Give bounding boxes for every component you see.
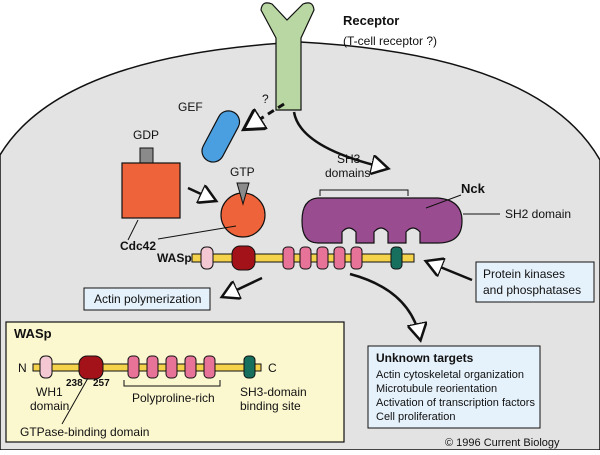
gef-label: GEF bbox=[178, 100, 203, 114]
copyright-text: © 1996 Current Biology bbox=[445, 437, 560, 449]
sh3-binding-site-icon bbox=[390, 246, 403, 270]
polyproline-domains bbox=[282, 246, 363, 270]
receptor-icon bbox=[260, 2, 315, 111]
receptor-to-gef-arrow bbox=[246, 102, 285, 128]
inset-residue-238: 238 bbox=[66, 378, 83, 389]
inset-residue-257: 257 bbox=[93, 378, 110, 389]
inset-polyproline-domains bbox=[127, 355, 216, 379]
nck-label: Nck bbox=[461, 181, 486, 196]
wasp-to-targets-arrow bbox=[349, 272, 420, 338]
inset-wh1-icon bbox=[39, 355, 53, 379]
unknown-target-item: Activation of transcription factors bbox=[376, 397, 535, 409]
nck-pointer-line bbox=[425, 194, 462, 209]
gtpase-binding-domain-icon bbox=[231, 245, 256, 271]
kinases-label-line2: and phosphatases bbox=[483, 283, 581, 297]
inset-wh1-label-line1: WH1 bbox=[36, 385, 63, 399]
receptor-subtitle: (T-cell receptor ?) bbox=[343, 34, 437, 48]
gtp-label: GTP bbox=[230, 165, 255, 179]
cdc42-label: Cdc42 bbox=[120, 239, 156, 253]
sh3-domains-label-line2: domains bbox=[325, 166, 370, 180]
inset-sh3bind-label-line2: binding site bbox=[240, 399, 301, 413]
receptor-to-nck-arrow bbox=[292, 111, 386, 168]
gdp-to-gtp-arrow bbox=[187, 188, 214, 200]
polyproline-bracket bbox=[123, 380, 221, 387]
wasp-inset-box bbox=[5, 321, 345, 443]
unknown-targets-box bbox=[367, 345, 541, 429]
gdp-label: GDP bbox=[133, 128, 159, 142]
gtpase-pointer-line bbox=[61, 377, 89, 425]
cdc42-gdp-icon bbox=[121, 162, 181, 219]
receptor-title: Receptor bbox=[343, 13, 399, 28]
inset-gbd-icon bbox=[78, 355, 104, 380]
sh3-domains-label-line1: SH3 bbox=[337, 152, 361, 166]
gtp-icon bbox=[236, 182, 250, 206]
gef-question-mark: ? bbox=[262, 92, 269, 106]
inset-polyproline-label: Polyproline-rich bbox=[132, 391, 215, 405]
unknown-target-item: Actin cytoskeletal organization bbox=[376, 369, 524, 381]
inset-wh1-label-line2: domain bbox=[30, 399, 69, 413]
gef-icon bbox=[201, 110, 241, 163]
kinases-label-line1: Protein kinases bbox=[483, 267, 565, 281]
unknown-target-item: Microtubule reorientation bbox=[376, 383, 497, 395]
actin-polymerization-label: Actin polymerization bbox=[94, 292, 201, 306]
kinases-to-wasp-arrow bbox=[428, 262, 473, 282]
wasp-inset-title: WASp bbox=[14, 326, 52, 341]
inset-sh3bind-label-line1: SH3-domain bbox=[240, 385, 307, 399]
sh2-domain-label: SH2 domain bbox=[505, 207, 571, 221]
sh3-domains-bracket bbox=[319, 189, 409, 196]
inset-n-terminus: N bbox=[18, 361, 27, 375]
cdc42-pointer-line bbox=[157, 225, 237, 240]
actin-polymerization-box bbox=[83, 287, 211, 311]
unknown-target-item: Cell proliferation bbox=[376, 411, 455, 423]
wh1-domain-icon bbox=[200, 246, 214, 270]
inset-c-terminus: C bbox=[268, 361, 277, 375]
unknown-targets-title: Unknown targets bbox=[376, 351, 474, 365]
inset-gtpase-label: GTPase-binding domain bbox=[20, 425, 149, 439]
wasp-to-actin-arrow bbox=[224, 276, 263, 296]
inset-sh3-site-icon bbox=[243, 355, 256, 379]
wasp-main-label: WASp bbox=[157, 251, 192, 265]
nck-icon bbox=[301, 197, 463, 244]
cdc42-label-line bbox=[127, 219, 139, 241]
kinases-box bbox=[475, 261, 595, 303]
